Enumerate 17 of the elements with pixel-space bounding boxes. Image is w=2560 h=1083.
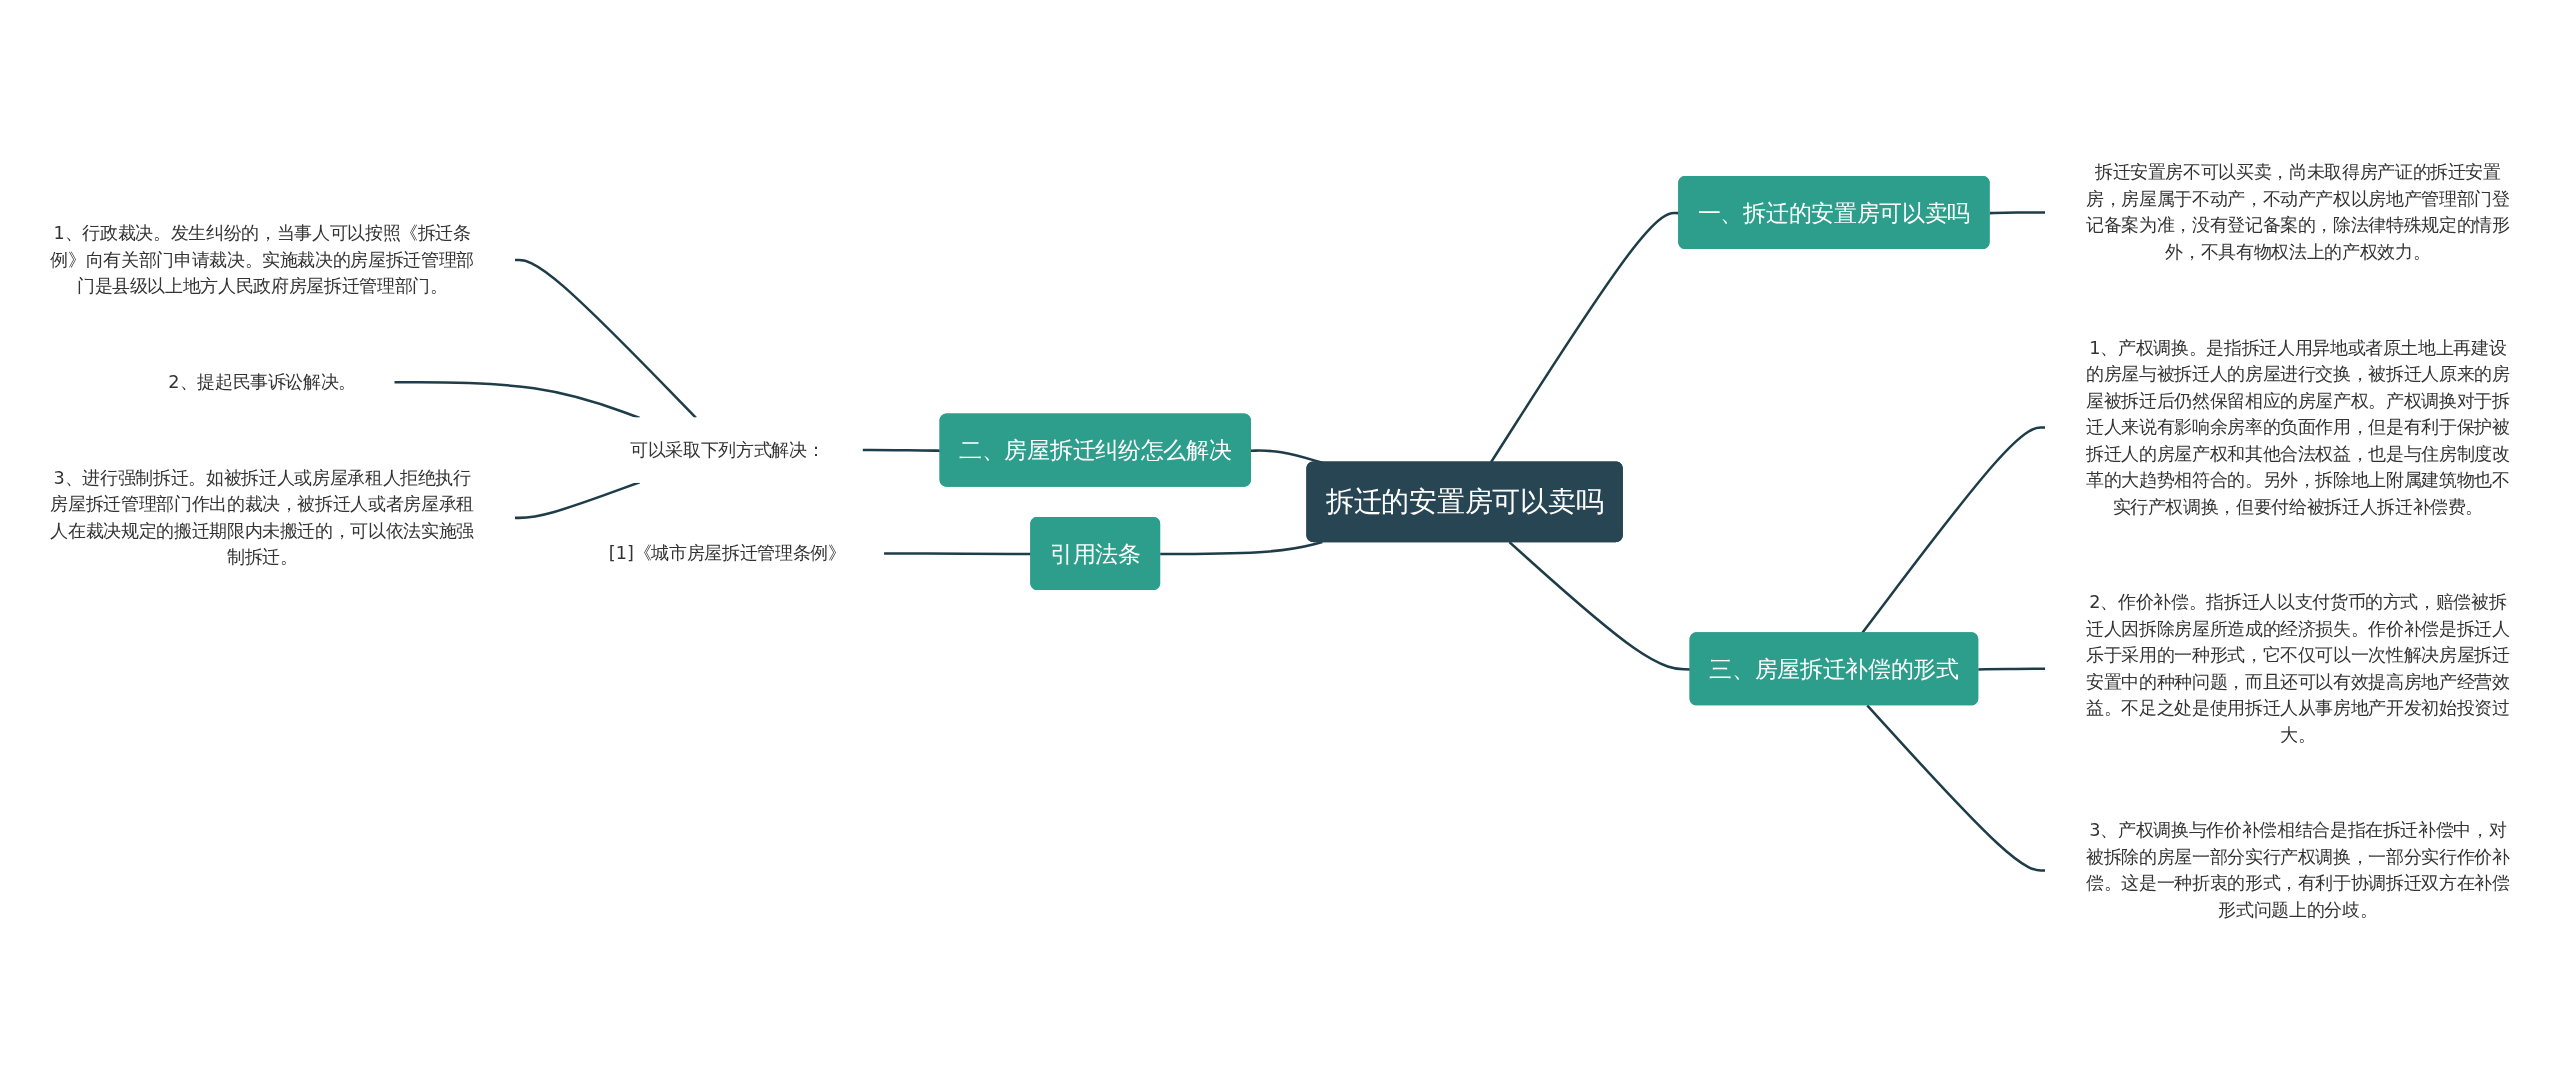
connector [1989,211,2046,215]
node-text: 2、作价补偿。指拆迁人以支付货币的方式，赔偿被拆迁人因拆除房屋所造成的经济损失。作价补偿是拆迁人乐于采用的一种形式，它不仅可以一次性解决房屋拆迁安置中的种种问题，而且还可以有效提高房地产经营效益。不足之处是使用拆迁人从事房地产开发初始投资过大。 [2086,591,2510,745]
connector [862,448,941,452]
connector [1866,704,2046,872]
node-text: 拆迁安置房不可以买卖，尚未取得房产证的拆迁安置房，房屋属于不动产，不动产产权以房地产管理部门登记备案为准，没有登记备案的，除法律特殊规定的情形外，不具有物权法上的产权效力。 [2086,162,2510,262]
connector [1160,540,1323,556]
connector [514,258,697,419]
node-text: 3、产权调换与作价补偿相结合是指在拆迁补偿中，对被拆除的房屋一部分实行产权调换，一部分实行作价补偿。这是一种折衷的形式，有利于协调拆迁双方在补偿形式问题上的分歧。 [2086,820,2510,920]
connector [1978,667,2046,671]
node-text: 1、行政裁决。发生纠纷的，当事人可以按照《拆迁条例》向有关部门申请裁决。实施裁决的房屋拆迁管理部门是县级以上地方人民政府房屋拆迁管理部门。 [50,222,474,297]
node-text: 可以采取下列方式解决： [630,439,825,460]
node-text: 1、产权调换。是指拆迁人用异地或者原土地上再建设的房屋与被拆迁人的房屋进行交换，被拆迁人原来的房屋被拆迁后仍然保留相应的房屋产权。产权调换对于拆迁人来说有影响余房率的负面作用，但是有利于保护被拆迁人的房屋产权和其他合法权益，也是与住房制度改革的大趋势相符合的。另外，拆除地上附属建筑物也不实行产权调换，但要付给被拆迁人拆迁补偿费。 [2086,337,2510,517]
connector [1508,541,1691,671]
connector [514,481,641,520]
node-text: 2、提起民事诉讼解决。 [168,371,357,392]
node-text: 3、进行强制拆迁。如被拆迁人或房屋承租人拒绝执行房屋拆迁管理部门作出的裁决，被拆迁人或者房屋承租人在裁决规定的搬迁期限内未搬迁的，可以依法实施强制拆迁。 [50,467,474,568]
node-text: [1]《城市房屋拆迁管理条例》 [608,542,846,563]
